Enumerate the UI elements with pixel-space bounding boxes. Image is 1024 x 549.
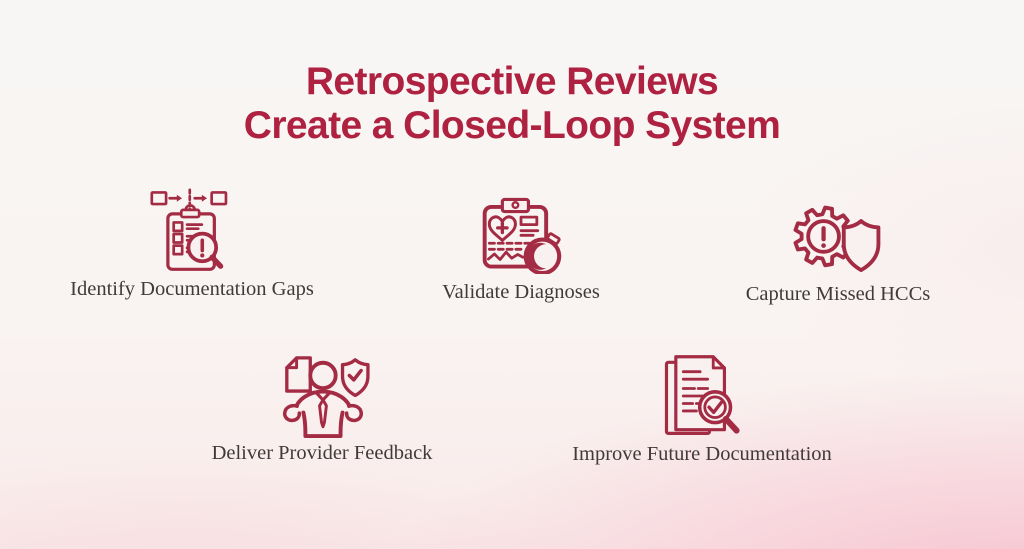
item-label: Capture Missed HCCs bbox=[745, 283, 931, 305]
item-label: Validate Diagnoses bbox=[442, 281, 600, 303]
item-capture-missed-hccs: Capture Missed HCCs bbox=[648, 188, 1024, 307]
medical-chart-stopwatch-icon bbox=[473, 186, 569, 279]
page-title: Retrospective Reviews Create a Closed-Lo… bbox=[0, 60, 1024, 148]
item-deliver-provider-feedback: Deliver Provider Feedback bbox=[132, 349, 512, 466]
item-improve-future-documentation: Improve Future Documentation bbox=[512, 350, 892, 467]
workflow-clipboard-search-icon bbox=[144, 183, 240, 276]
page-title-line-2: Create a Closed-Loop System bbox=[243, 104, 781, 147]
gear-alert-shield-icon bbox=[785, 188, 891, 281]
documents-magnifier-check-icon bbox=[655, 350, 749, 441]
item-label: Improve Future Documentation bbox=[572, 443, 832, 465]
item-identify-documentation-gaps: Identify Documentation Gaps bbox=[2, 183, 382, 302]
item-label: Deliver Provider Feedback bbox=[211, 442, 433, 464]
item-label: Identify Documentation Gaps bbox=[70, 278, 314, 300]
page-title-line-1: Retrospective Reviews bbox=[305, 60, 719, 103]
item-validate-diagnoses: Validate Diagnoses bbox=[331, 186, 711, 305]
provider-person-document-shield-icon bbox=[272, 349, 372, 440]
